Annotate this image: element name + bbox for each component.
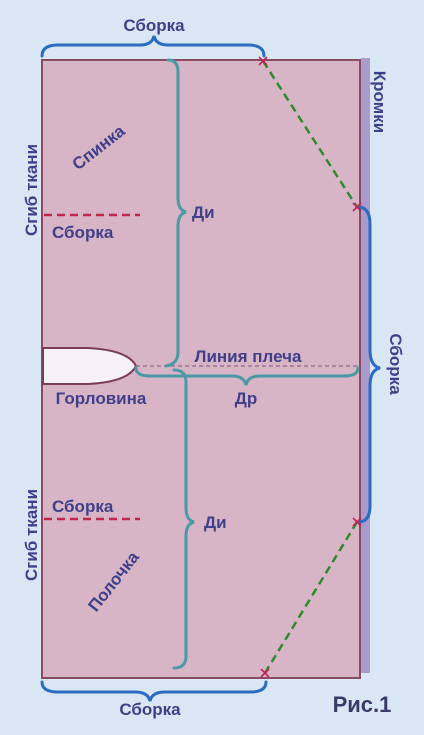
right-gather-label: Сборка bbox=[386, 333, 405, 395]
bottom-gather-brace bbox=[40, 680, 268, 702]
top-gather-brace bbox=[40, 35, 266, 58]
dr-label: Др bbox=[235, 389, 258, 408]
di-bottom-label: Ди bbox=[204, 513, 227, 532]
gather-back-label: Сборка bbox=[52, 223, 114, 242]
fold-label-bottom: Сгиб ткани bbox=[22, 489, 41, 581]
right-gather-brace bbox=[356, 205, 381, 524]
shoulder-line-label: Линия плеча bbox=[195, 347, 302, 366]
gather-front-label: Сборка bbox=[52, 497, 114, 516]
cross-marker bbox=[260, 668, 270, 678]
diagonal-cut-top bbox=[261, 60, 359, 208]
selvedges-label: Кромки bbox=[370, 71, 389, 133]
di-top-label: Ди bbox=[192, 203, 215, 222]
di-top-brace bbox=[164, 58, 187, 368]
cross-marker bbox=[352, 202, 362, 212]
neckline-label: Горловина bbox=[56, 389, 147, 408]
top-gather-label: Сборка bbox=[123, 16, 185, 35]
figure-caption: Рис.1 bbox=[333, 692, 392, 717]
cross-marker bbox=[258, 56, 268, 66]
neckline-shape bbox=[42, 347, 138, 385]
dr-brace bbox=[134, 366, 360, 386]
cross-marker bbox=[352, 517, 362, 527]
fold-label-top: Сгиб ткани bbox=[22, 144, 41, 236]
selvedge-strip bbox=[361, 58, 370, 673]
bottom-gather-label: Сборка bbox=[119, 700, 181, 719]
diagonal-cut-bottom bbox=[263, 521, 359, 674]
